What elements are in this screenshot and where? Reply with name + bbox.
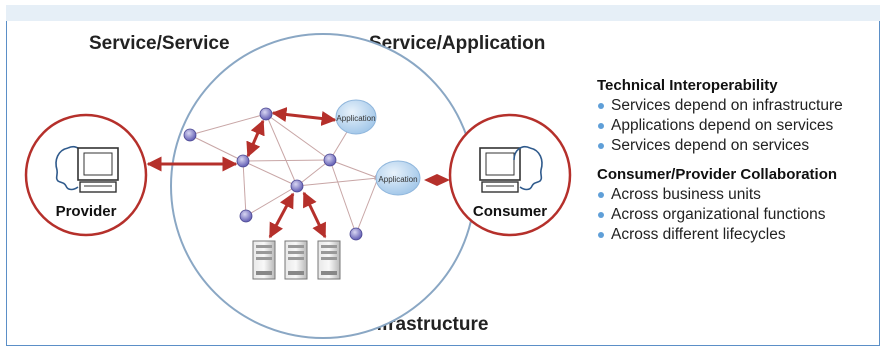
consumer-person-icon: [513, 145, 543, 191]
provider-label: Provider: [56, 203, 117, 220]
application-node-2: [375, 160, 421, 196]
list-item-text: Across organizational functions: [611, 206, 826, 223]
list-item-text: Services depend on services: [611, 137, 810, 154]
section-title: Consumer/Provider Collaboration: [597, 166, 838, 183]
list-item: Across business units: [597, 185, 877, 205]
bullet-dot: [598, 232, 604, 238]
bullet-dot: [598, 192, 604, 198]
section-collaboration: Consumer/Provider Collaboration Across b…: [597, 166, 877, 245]
section-title: Technical Interoperability: [597, 77, 778, 94]
provider-computer-icon: [77, 147, 119, 193]
label-service-application: Service/Application: [369, 33, 546, 54]
list-item: Applications depend on services: [597, 116, 877, 136]
server-icons: [252, 240, 341, 280]
consumer-computer-icon: [479, 147, 521, 193]
red-arrows: [146, 107, 337, 239]
list-item: Services depend on infrastructure: [597, 96, 877, 116]
top-band: [6, 5, 880, 21]
application-label-2: Application: [378, 175, 417, 184]
list-item-text: Applications depend on services: [611, 117, 834, 134]
list-item: Across organizational functions: [597, 205, 877, 225]
diamond-connector: [424, 174, 450, 186]
list-item: Across different lifecycles: [597, 225, 877, 245]
label-service-service: Service/Service: [89, 33, 230, 54]
bullet-dot: [598, 123, 604, 129]
service-circle: [170, 33, 476, 339]
list-item-text: Across business units: [611, 186, 761, 203]
list-item-text: Services depend on infrastructure: [611, 97, 843, 114]
bullet-dot: [598, 212, 604, 218]
bullet-dot: [598, 103, 604, 109]
bullet-list: Services depend on infrastructure Applic…: [597, 96, 877, 156]
bullet-list: Across business units Across organizatio…: [597, 185, 877, 245]
application-node-1: [335, 99, 377, 135]
right-text-panel: Technical Interoperability Services depe…: [597, 77, 877, 255]
list-item: Services depend on services: [597, 136, 877, 156]
section-technical: Technical Interoperability Services depe…: [597, 77, 877, 156]
list-item-text: Across different lifecycles: [611, 226, 786, 243]
consumer-label: Consumer: [473, 203, 547, 220]
bullet-dot: [598, 143, 604, 149]
application-label-1: Application: [336, 114, 375, 123]
network-nodes: [183, 107, 363, 241]
